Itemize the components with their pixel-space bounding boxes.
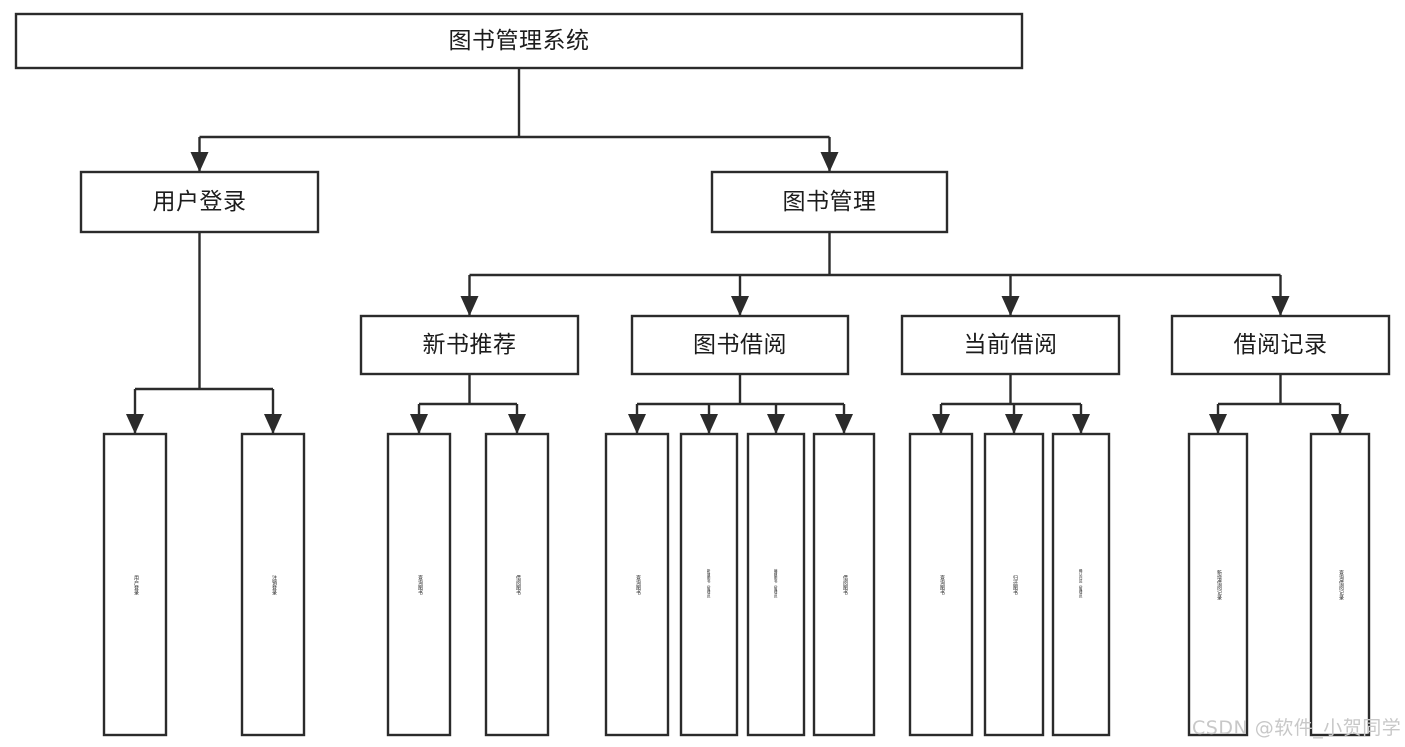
- node-boxes: [14, 12, 1391, 737]
- arrow-head-icon: [126, 414, 144, 434]
- arrow-head-icon: [932, 414, 950, 434]
- node-box-leaf-borrow-query-book: [604, 432, 670, 737]
- arrow-head-icon: [1005, 414, 1023, 434]
- node-box-leaf-rec-query-book: [386, 432, 452, 737]
- arrow-head-icon: [508, 414, 526, 434]
- arrow-head-icon: [1209, 414, 1227, 434]
- arrow-head-icon: [264, 414, 282, 434]
- node-box-book-borrow: [630, 314, 850, 376]
- node-box-leaf-borrow-edit-book: [746, 432, 806, 737]
- arrow-head-icon: [1072, 414, 1090, 434]
- arrow-head-icon: [1271, 296, 1290, 316]
- node-box-leaf-record-add: [1187, 432, 1249, 737]
- node-box-leaf-rec-borrow-book: [484, 432, 550, 737]
- arrow-head-icon: [767, 414, 785, 434]
- node-box-leaf-current-return-book: [983, 432, 1045, 737]
- node-box-borrow-record: [1170, 314, 1391, 376]
- node-box-leaf-user-logout: [240, 432, 306, 737]
- arrow-head-icon: [190, 152, 209, 172]
- connector-lines: [126, 68, 1349, 434]
- node-box-book-manage: [710, 170, 949, 234]
- node-box-leaf-record-query: [1309, 432, 1371, 737]
- node-box-leaf-current-confirm-return: [1051, 432, 1111, 737]
- arrow-head-icon: [820, 152, 839, 172]
- arrow-head-icon: [700, 414, 718, 434]
- node-box-root: [14, 12, 1024, 70]
- node-box-new-book-rec: [359, 314, 580, 376]
- node-box-leaf-borrow-add-book: [679, 432, 739, 737]
- arrow-head-icon: [460, 296, 479, 316]
- node-box-leaf-current-query-book: [908, 432, 974, 737]
- arrow-head-icon: [1331, 414, 1349, 434]
- node-box-leaf-user-login: [102, 432, 168, 737]
- node-box-leaf-borrow-borrow-book: [812, 432, 876, 737]
- arrow-head-icon: [731, 296, 749, 316]
- arrow-head-icon: [835, 414, 853, 434]
- node-box-current-borrow: [900, 314, 1121, 376]
- arrow-head-icon: [410, 414, 428, 434]
- csdn-watermark: CSDN @软件_小贺同学: [1192, 717, 1402, 739]
- node-box-user-login: [79, 170, 320, 234]
- arrow-head-icon: [628, 414, 646, 434]
- arrow-head-icon: [1001, 296, 1020, 316]
